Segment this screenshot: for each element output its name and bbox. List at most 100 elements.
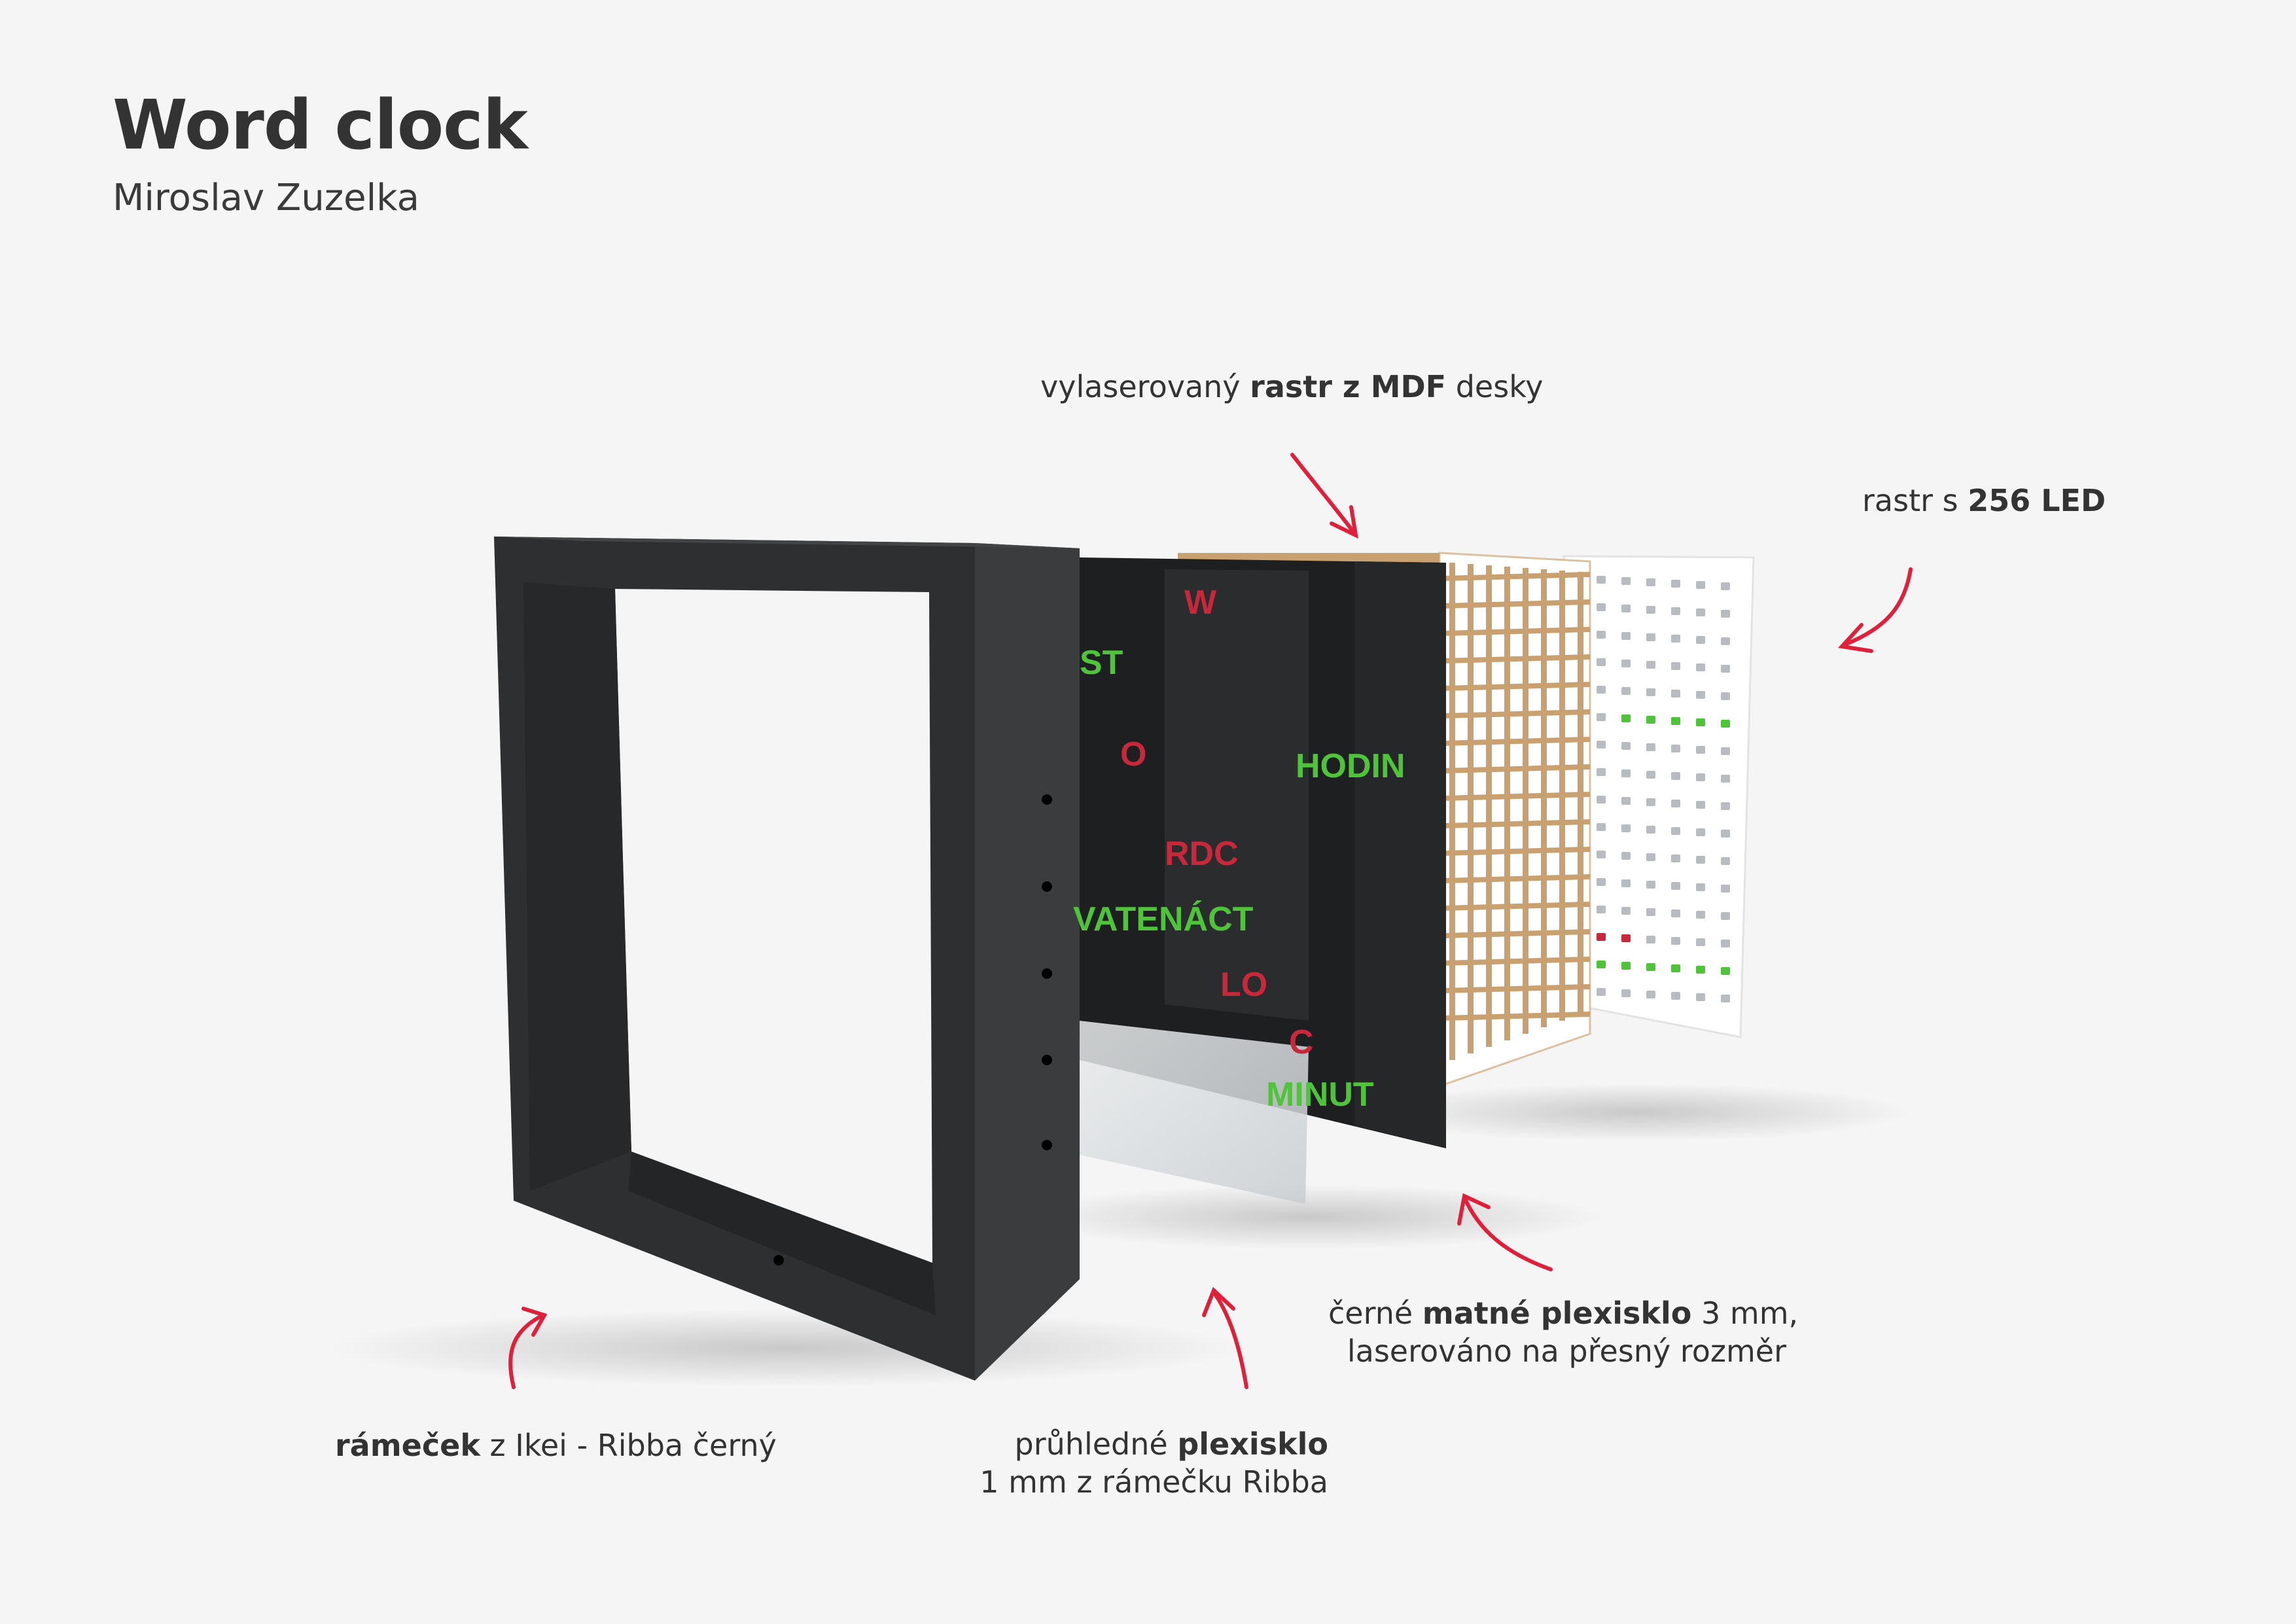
label-frame: rámeček z Ikei - Ribba černý — [335, 1428, 777, 1463]
led-dot — [1671, 635, 1680, 643]
led-dot — [1597, 576, 1606, 584]
led-dot — [1696, 773, 1705, 781]
led-dot — [1597, 713, 1606, 721]
mdf-slat-vertical — [1523, 568, 1528, 1034]
mdf-slat-horizontal — [1443, 957, 1590, 966]
led-dot — [1671, 827, 1680, 835]
led-dot — [1621, 687, 1631, 695]
led-dot — [1646, 881, 1655, 889]
led-dot — [1696, 663, 1705, 671]
led-dot — [1696, 993, 1705, 1001]
led-dot — [1597, 741, 1606, 749]
led-dot — [1721, 995, 1730, 1002]
led-dot — [1671, 964, 1680, 972]
led-dot — [1597, 631, 1606, 639]
mdf-slat-horizontal — [1443, 627, 1590, 636]
led-dot — [1597, 603, 1606, 611]
led-dot — [1597, 686, 1606, 694]
label-mdf-grid: vylaserovaný rastr z MDF desky — [1040, 369, 1544, 404]
led-dot — [1721, 967, 1730, 975]
mdf-grid-slats — [1443, 563, 1590, 1060]
mdf-slat-horizontal — [1443, 792, 1590, 801]
mdf-slat-vertical — [1468, 564, 1474, 1053]
led-dot — [1696, 911, 1705, 919]
led-dot — [1621, 989, 1631, 997]
mdf-grid — [1178, 552, 1591, 1088]
mdf-slat-vertical — [1486, 565, 1492, 1047]
annotation-arrows — [508, 453, 1913, 1389]
led-dot — [1646, 743, 1655, 751]
led-dot — [1646, 853, 1655, 861]
led-dot — [1671, 855, 1680, 862]
clock-word-6: LO — [1220, 966, 1267, 1004]
mdf-slat-horizontal — [1443, 874, 1590, 883]
led-dot — [1646, 826, 1655, 834]
led-dot — [1671, 580, 1680, 588]
led-dot — [1671, 937, 1680, 945]
led-dot — [1696, 938, 1705, 946]
led-dot — [1721, 885, 1730, 892]
led-dot — [1671, 992, 1680, 1000]
led-dot — [1621, 742, 1631, 750]
ribba-frame — [494, 537, 1080, 1381]
led-dot — [1646, 606, 1655, 614]
led-dot — [1621, 879, 1631, 887]
led-dot — [1646, 688, 1655, 696]
led-dot — [1646, 936, 1655, 944]
label-clear-plexi: průhledné plexisklo 1 mm z rámečku Ribba — [980, 1426, 1328, 1500]
led-dot — [1597, 796, 1606, 803]
led-dot — [1671, 772, 1680, 780]
led-dot — [1646, 963, 1655, 971]
page-title: Word clock — [113, 85, 528, 165]
mdf-slat-horizontal — [1443, 572, 1590, 581]
led-dot — [1646, 716, 1655, 724]
led-dot — [1646, 578, 1655, 586]
led-dot — [1597, 768, 1606, 776]
frame-side-holes — [773, 794, 1052, 1265]
mdf-slat-vertical — [1449, 563, 1455, 1060]
led-dot — [1696, 856, 1705, 864]
led-dot — [1696, 609, 1705, 616]
led-dot — [1696, 966, 1705, 974]
led-dot — [1721, 775, 1730, 783]
led-dot — [1621, 824, 1631, 832]
mdf-slat-horizontal — [1443, 902, 1590, 911]
arrow-mdf — [1290, 453, 1358, 539]
led-dot — [1621, 577, 1631, 585]
led-dot — [1597, 878, 1606, 886]
clock-word-3: HODIN — [1296, 747, 1405, 785]
led-dot — [1671, 745, 1680, 752]
clock-word-7: C — [1289, 1023, 1314, 1061]
led-dot — [1621, 852, 1631, 860]
led-dot — [1696, 801, 1705, 809]
clock-word-5: VATENÁCT — [1073, 900, 1254, 938]
led-dot — [1721, 747, 1730, 755]
mdf-slat-vertical — [1504, 567, 1510, 1040]
mdf-slat-horizontal — [1443, 984, 1590, 993]
led-dot — [1696, 746, 1705, 754]
led-dot — [1597, 823, 1606, 831]
label-led-grid: rastr s 256 LED — [1862, 483, 2106, 518]
mdf-slat-horizontal — [1443, 819, 1590, 828]
mdf-slat-horizontal — [1443, 682, 1590, 691]
led-dot — [1597, 658, 1606, 666]
led-dot — [1621, 605, 1631, 612]
mdf-slat-horizontal — [1443, 599, 1590, 609]
led-dot — [1696, 691, 1705, 699]
led-board — [1563, 555, 1755, 1038]
led-array — [1597, 576, 1730, 1002]
mdf-slat-horizontal — [1443, 929, 1590, 938]
led-dot — [1597, 988, 1606, 996]
led-dot — [1671, 909, 1680, 917]
mdf-slat-horizontal — [1443, 737, 1590, 746]
led-dot — [1597, 961, 1606, 968]
led-dot — [1721, 912, 1730, 920]
led-dot — [1671, 717, 1680, 725]
led-dot — [1646, 661, 1655, 669]
led-dot — [1671, 607, 1680, 615]
led-dot — [1646, 908, 1655, 916]
led-dot — [1721, 692, 1730, 700]
led-dot — [1696, 718, 1705, 726]
arrow-led — [1838, 567, 1913, 653]
